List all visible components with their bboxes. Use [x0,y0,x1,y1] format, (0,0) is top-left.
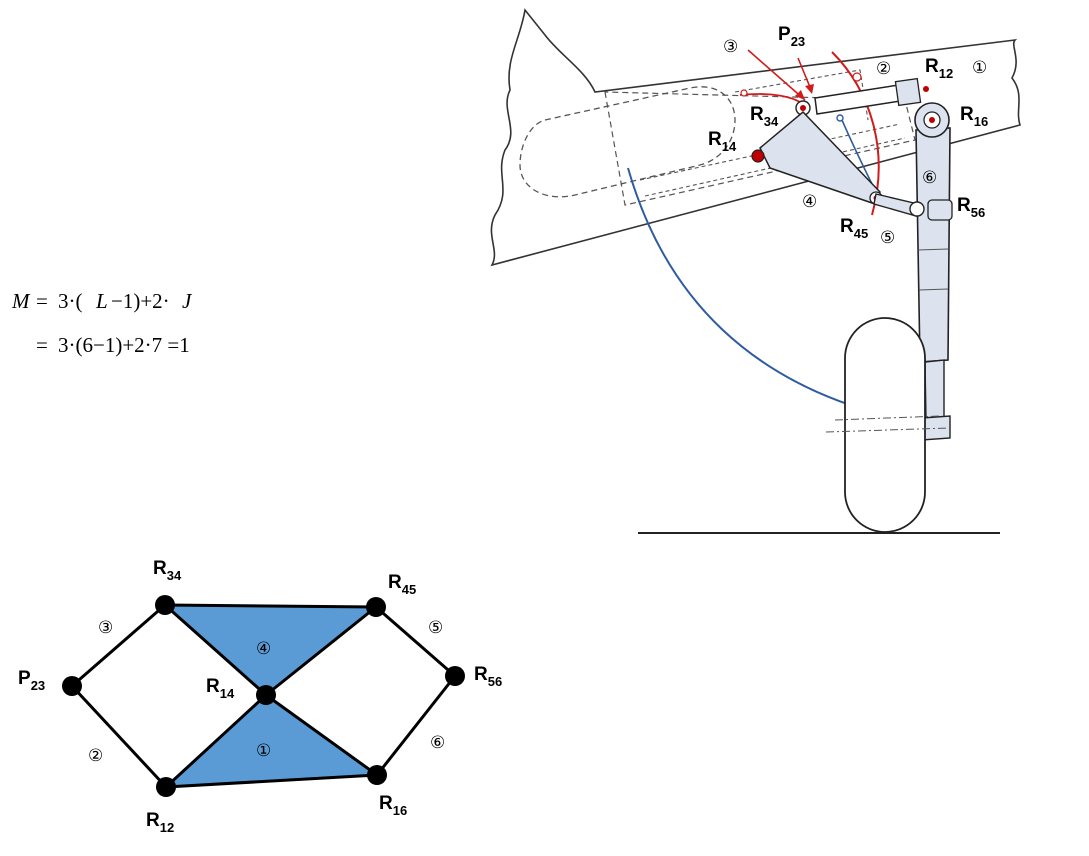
node-r45 [366,597,386,617]
graph-label-p23: P23 [18,668,45,693]
mech-link-5: ⑤ [880,228,895,248]
graph-label-r34: R34 [153,558,182,583]
node-r16 [367,765,387,785]
strut-line-2 [918,288,949,291]
pivot-r12-dot [923,86,929,92]
wing-structure-outline [490,8,1022,267]
red-arrow-3 [747,49,806,101]
pivot-r14-dot [751,149,765,163]
small-pivot-blue [836,114,844,122]
pivot-r34-dot [800,105,806,111]
edge-link-3 [71,603,166,688]
pivot-r16-dot [929,117,935,123]
mech-label-r14: R14 [708,129,737,154]
eq-equals-1: = [36,289,48,313]
mech-label-r16: R16 [960,104,988,129]
axle-centerline-2 [834,415,941,421]
edge-link-2 [70,684,168,789]
eq-line2-rhs: 3·(6−1)+2·7 =1 [58,333,190,357]
pivot-r56-ring [909,201,925,217]
mech-label-r12: R12 [925,56,953,81]
eq-rhs-mid: −1)+2· [111,289,170,313]
eq-rhs-prefix: 3·( [58,289,83,313]
stowed-strut-dashed [604,91,916,206]
graph-link-3: ③ [98,618,113,638]
landing-gear-mechanism: P23 R12 R16 R34 R14 R56 R45 ③ ② ① ⑥ ④ ⑤ [490,8,1022,534]
node-r14 [256,685,276,705]
small-pivot-red [740,89,748,97]
eq-var-L: L [95,289,108,313]
ternary-link-4-fill [163,603,378,697]
mobility-equation: M = 3·( L −1)+2· J = 3·(6−1)+2·7 =1 [11,289,193,357]
eq-lhs-M: M [11,289,31,313]
node-r12 [156,777,176,797]
node-r56 [445,666,465,686]
main-strut [915,127,951,363]
strut-line-1 [917,248,949,251]
graph-link-6: ⑥ [430,733,445,753]
edge-link-6 [375,675,457,776]
graph-label-r12: R12 [146,810,174,835]
strut-lower-piston [924,359,945,421]
graph-label-r14: R14 [206,676,235,701]
mech-link-3: ③ [723,37,738,57]
mech-label-p23: P23 [778,24,805,49]
stowed-wheel-dashed [519,86,736,198]
mech-label-r45: R45 [840,216,868,241]
mech-label-r56: R56 [957,195,985,220]
graph-link-4: ④ [256,639,271,659]
graph-label-r16: R16 [379,793,407,818]
node-r34 [155,595,175,615]
mech-link-1: ① [972,58,987,78]
mech-link-4: ④ [802,192,817,212]
link-graph: R34 R45 P23 R14 R56 R12 R16 ③ ④ ⑤ ② ① ⑥ [18,558,502,835]
wheel [844,317,926,533]
red-arrowhead-3 [795,90,805,100]
red-arrowhead-p23 [805,84,814,94]
small-pivot-red-2 [852,72,862,82]
node-p23 [62,676,82,696]
ternary-link-1-fill [164,693,379,789]
axle-centerline [825,427,951,433]
graph-label-r45: R45 [388,572,416,597]
eq-equals-2: = [36,333,48,357]
actuator-end-fitting [894,77,922,107]
strut-collar [927,199,953,221]
graph-link-2: ② [88,746,103,766]
mech-label-r34: R34 [750,104,779,129]
eq-var-J: J [182,289,193,313]
mech-link-6: ⑥ [922,168,937,188]
graph-link-1: ① [256,741,271,761]
edge-link-5 [375,605,456,678]
graph-link-5: ⑤ [428,618,443,638]
mech-link-2: ② [876,59,891,79]
graph-label-r56: R56 [474,664,502,689]
